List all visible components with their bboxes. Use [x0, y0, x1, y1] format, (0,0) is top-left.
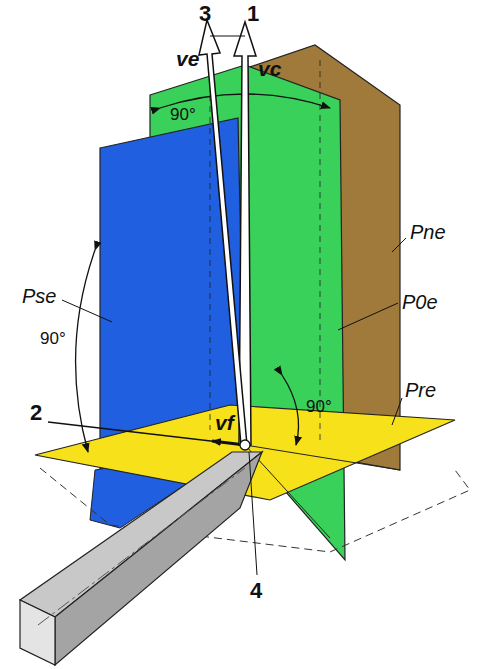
angle-label: 90° — [40, 330, 66, 347]
angle-label: 90° — [170, 106, 196, 123]
angle-mark — [210, 36, 245, 37]
leader-line — [392, 238, 406, 252]
tool-axis — [38, 468, 245, 625]
callout-number: 4 — [250, 580, 262, 602]
tool-side-face — [55, 452, 262, 665]
effective-velocity-arrow — [199, 20, 247, 445]
angle-label: 90° — [306, 398, 332, 415]
angle-arc — [282, 375, 299, 445]
leader-line — [62, 300, 112, 322]
callout-number: 1 — [247, 3, 259, 25]
callout-number: 3 — [199, 3, 211, 25]
velocity-label: vf — [215, 412, 234, 433]
angle-arc — [76, 250, 95, 452]
leader-line — [392, 398, 402, 425]
leader-line — [249, 452, 257, 575]
callout-number: 2 — [30, 402, 42, 424]
plane-label: P0e — [402, 292, 438, 312]
tool-end-face — [20, 600, 55, 665]
plane-pse — [100, 118, 245, 470]
cutting-point — [240, 440, 250, 450]
velocity-label: ve — [176, 48, 199, 69]
plane-trace — [245, 445, 400, 470]
leader-line — [338, 303, 398, 330]
velocity-label: vc — [258, 58, 281, 79]
plane-label: Pre — [405, 380, 436, 400]
plane-label: Pse — [22, 286, 56, 306]
hidden-edge — [320, 60, 321, 445]
plane-label: Pne — [410, 222, 446, 242]
hidden-edge — [210, 95, 211, 430]
